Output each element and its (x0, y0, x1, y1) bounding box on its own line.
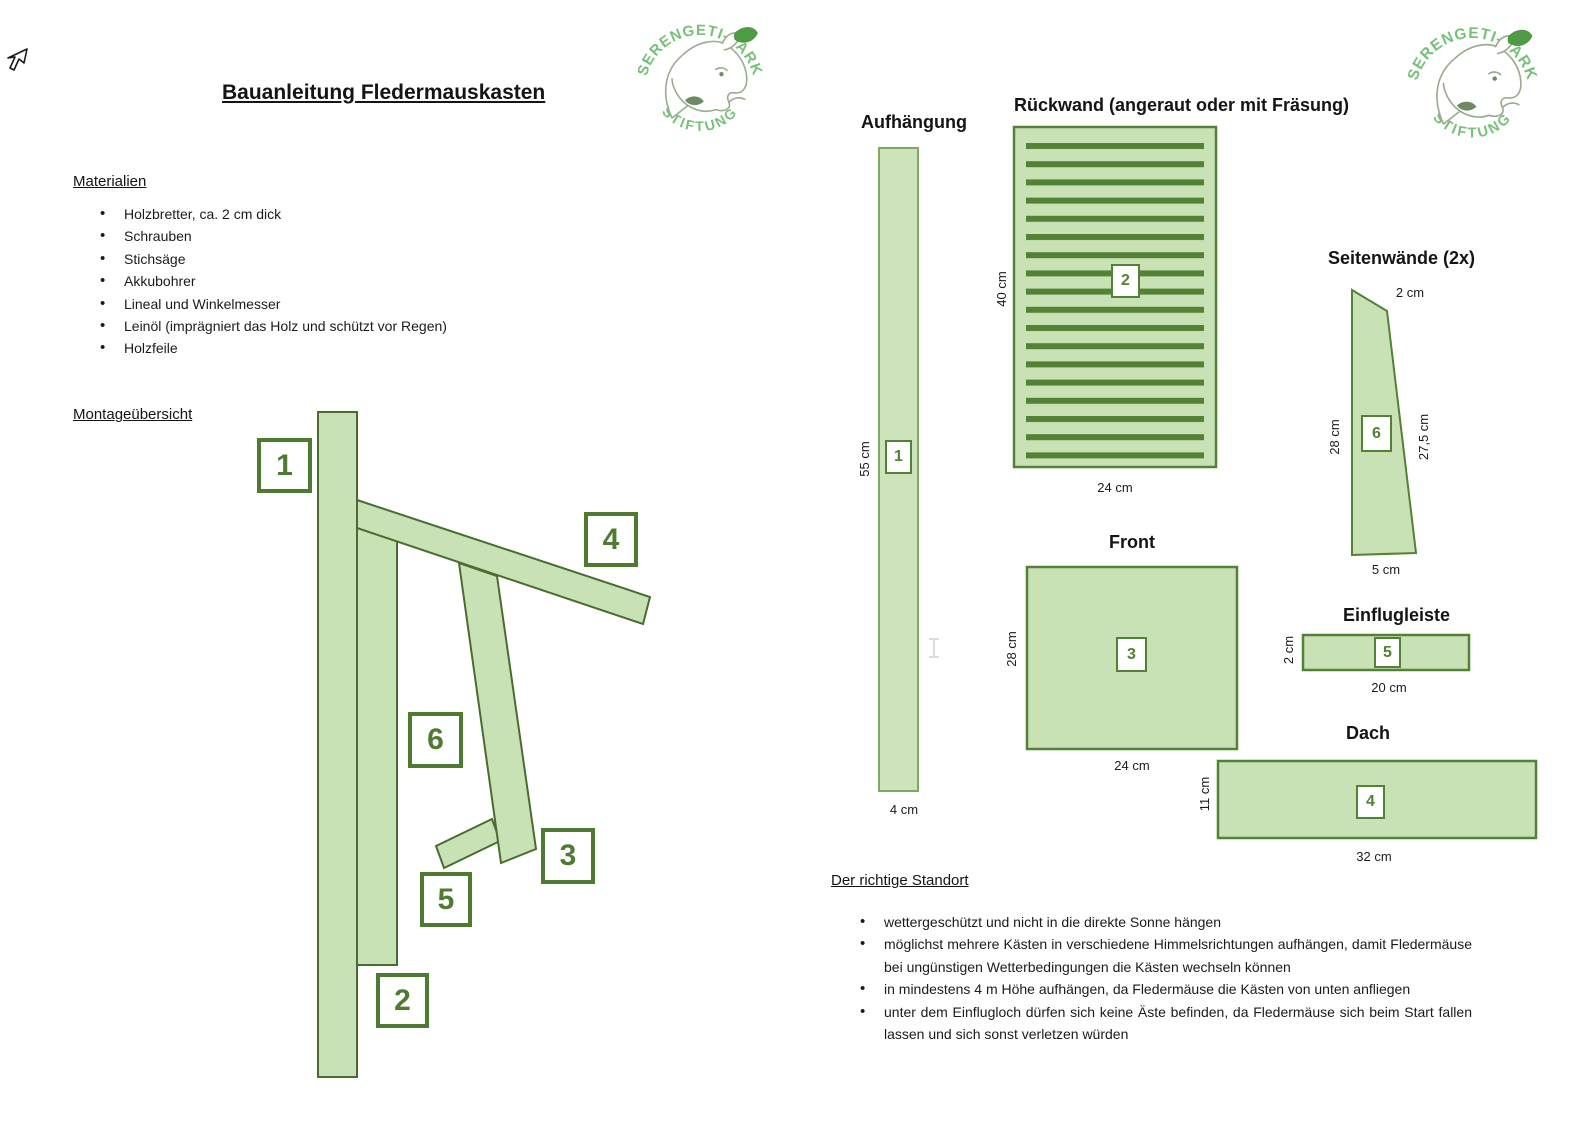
rhino-icon (664, 27, 758, 119)
part-title-seitenwaende: Seitenwände (2x) (1328, 248, 1476, 268)
assembly-board-1 (317, 411, 358, 1078)
dim-rueckwand-width: 24 cm (1097, 480, 1133, 495)
assembly-label-4: 4 (584, 512, 638, 567)
dim-rueckwand-height: 40 cm (994, 271, 1009, 307)
part-title-einflugleiste: Einflugleiste (1343, 605, 1451, 625)
part-number-front: 3 (1116, 637, 1147, 672)
dim-dach-left: 11 cm (1197, 776, 1212, 812)
location-item: in mindestens 4 m Höhe aufhängen, da Fle… (858, 978, 1478, 1001)
dim-dach-bottom: 32 cm (1356, 849, 1392, 864)
dim-seitenwaende-top: 2 cm (1395, 285, 1425, 300)
serengeti-park-logo: SERENGETI-PARK STIFTUNG (634, 22, 765, 134)
dim-einflugleiste-left: 2 cm (1281, 635, 1296, 665)
dim-aufhaengung-width: 4 cm (889, 802, 919, 817)
part-number-dach: 4 (1356, 785, 1385, 819)
material-item: Leinöl (imprägniert das Holz und schützt… (98, 315, 638, 338)
materials-list: Holzbretter, ca. 2 cm dick Schrauben Sti… (98, 203, 638, 360)
part-title-front: Front (1109, 532, 1155, 552)
dim-seitenwaende-right: 27,5 cm (1416, 413, 1431, 461)
part-title-aufhaengung: Aufhängung (861, 112, 967, 132)
rueckwand-grooves (1026, 143, 1204, 459)
mouse-cursor-icon (7, 48, 28, 71)
material-item: Holzfeile (98, 337, 638, 360)
assembly-label-1: 1 (257, 438, 312, 493)
material-item: Akkubohrer (98, 270, 638, 293)
part-number-rueckwand: 2 (1111, 264, 1140, 298)
rhino-icon (1436, 29, 1533, 125)
materials-heading: Materialien (73, 173, 147, 190)
dim-front-left: 28 cm (1004, 631, 1019, 667)
part-title-dach: Dach (1346, 723, 1391, 743)
assembly-heading: Montageübersicht (73, 406, 193, 423)
assembly-label-5: 5 (420, 872, 472, 927)
material-item: Lineal und Winkelmesser (98, 293, 638, 316)
leaf-icon (1507, 29, 1533, 47)
location-heading: Der richtige Standort (831, 872, 969, 889)
location-item: unter dem Einflugloch dürfen sich keine … (858, 1001, 1472, 1046)
part-title-rueckwand: Rückwand (angeraut oder mit Fräsung) (1014, 95, 1350, 115)
dim-seitenwaende-left: 28 cm (1327, 419, 1342, 455)
text-cursor (929, 638, 939, 658)
material-item: Holzbretter, ca. 2 cm dick (98, 203, 638, 226)
assembly-board-5 (434, 817, 502, 870)
dim-seitenwaende-bottom: 5 cm (1371, 562, 1401, 577)
serengeti-park-logo: SERENGETI-PARK STIFTUNG (1405, 25, 1540, 142)
assembly-label-3: 3 (541, 828, 595, 884)
part-number-aufhaengung: 1 (885, 440, 912, 474)
dim-aufhaengung-height: 55 cm (857, 441, 872, 477)
assembly-board-3-slanted (457, 561, 538, 865)
material-item: Schrauben (98, 225, 638, 248)
leaf-icon (733, 27, 758, 43)
dim-einflugleiste-bottom: 20 cm (1371, 680, 1407, 695)
part-number-seitenwaende: 6 (1361, 415, 1392, 452)
assembly-label-6: 6 (408, 712, 463, 768)
dim-front-bottom: 24 cm (1114, 758, 1150, 773)
part-number-einflugleiste: 5 (1374, 637, 1401, 668)
assembly-board-2 (356, 525, 398, 966)
material-item: Stichsäge (98, 248, 638, 271)
location-item: möglichst mehrere Kästen in verschiedene… (858, 933, 1472, 978)
assembly-label-2: 2 (376, 973, 429, 1028)
location-item: wettergeschützt und nicht in die direkte… (858, 911, 1478, 934)
page-title: Bauanleitung Fledermauskasten (222, 81, 546, 104)
location-list: wettergeschützt und nicht in die direkte… (858, 911, 1478, 1045)
